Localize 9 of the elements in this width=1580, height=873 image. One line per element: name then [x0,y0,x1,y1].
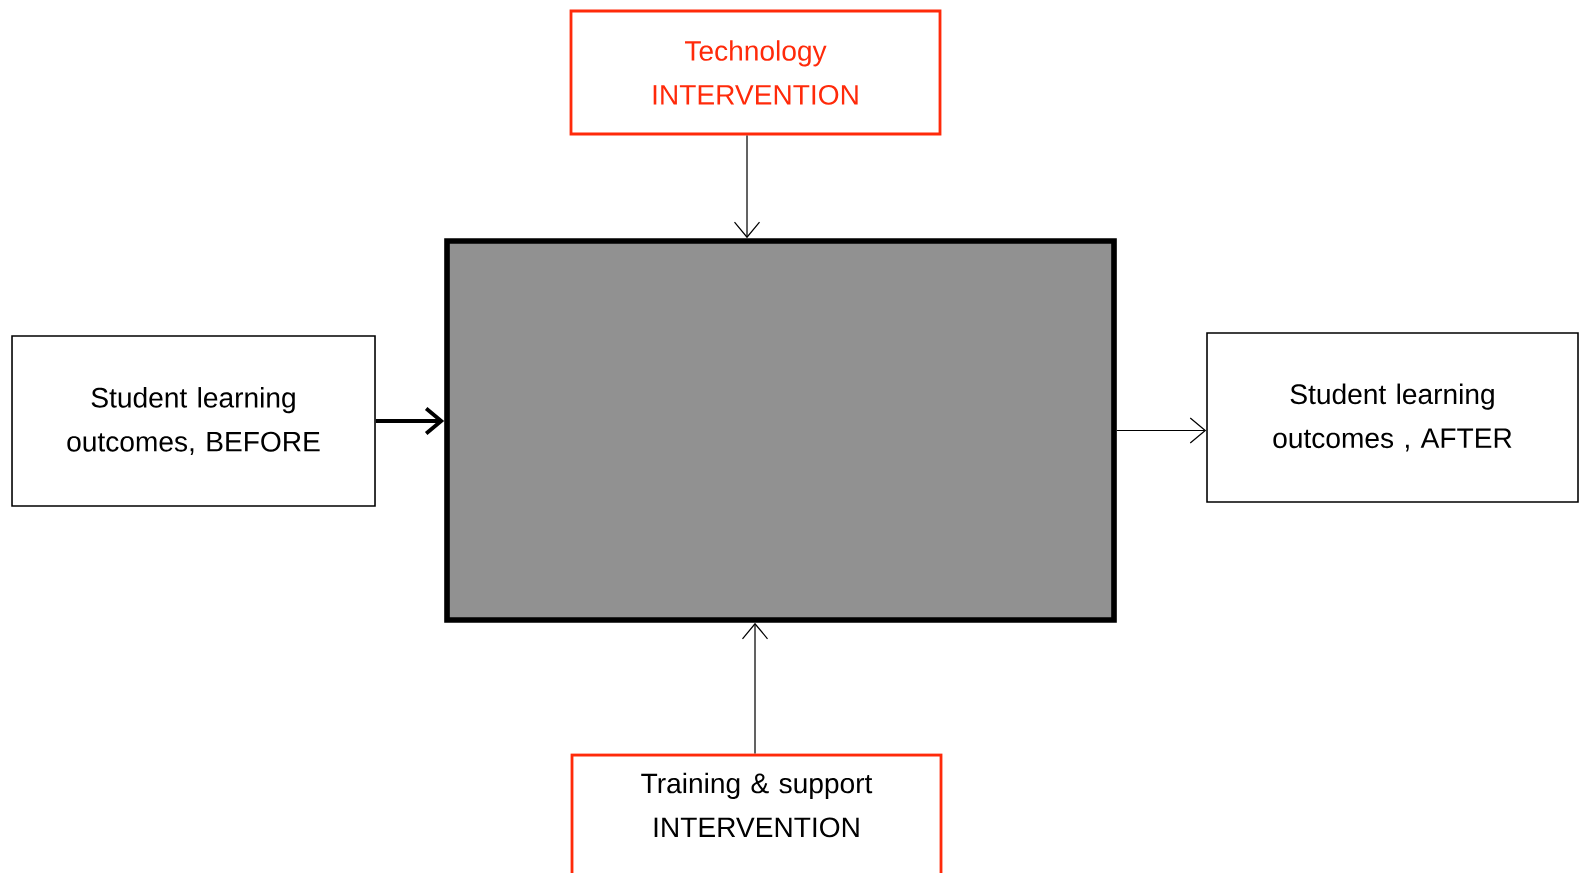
arrow [1116,417,1207,444]
arrow [741,622,769,755]
arrow [375,407,445,435]
outcome-box: Student learning outcomes, BEFORE [11,335,376,507]
intervention-box: Technology INTERVENTION [569,9,942,136]
intervention-box: Training & support INTERVENTION [570,753,943,873]
outcome-box: Student learning outcomes , AFTER [1206,332,1579,503]
arrow [733,134,761,239]
process-box [444,238,1117,623]
